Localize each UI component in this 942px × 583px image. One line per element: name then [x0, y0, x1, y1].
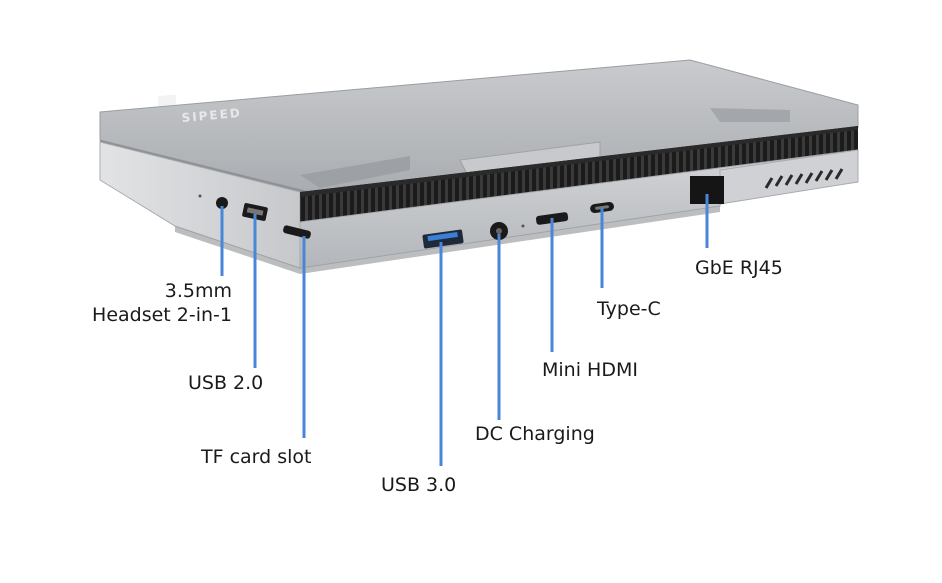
keyboard-band — [300, 126, 858, 222]
headset-jack — [216, 197, 228, 209]
callout-lines — [220, 194, 709, 466]
logo-text: SIPEED — [181, 106, 242, 125]
label-usb3: USB 3.0 — [381, 474, 457, 496]
label-tf-card: TF card slot — [201, 446, 312, 468]
hinge-right — [710, 108, 790, 122]
label-rj45: GbE RJ45 — [695, 257, 783, 279]
side-vents — [764, 168, 844, 189]
label-usb2: USB 2.0 — [188, 372, 264, 394]
label-dc-charging: DC Charging — [475, 423, 595, 445]
hinge-left — [300, 156, 410, 188]
label-type-c: Type-C — [597, 298, 661, 320]
label-headset: 3.5mm Headset 2-in-1 — [60, 279, 232, 327]
logo: SIPEED — [158, 94, 242, 125]
tf-card-port — [283, 225, 311, 239]
label-mini-hdmi: Mini HDMI — [542, 359, 638, 381]
label-headset-line1: 3.5mm — [164, 280, 232, 302]
label-headset-line2: Headset 2-in-1 — [92, 304, 232, 326]
